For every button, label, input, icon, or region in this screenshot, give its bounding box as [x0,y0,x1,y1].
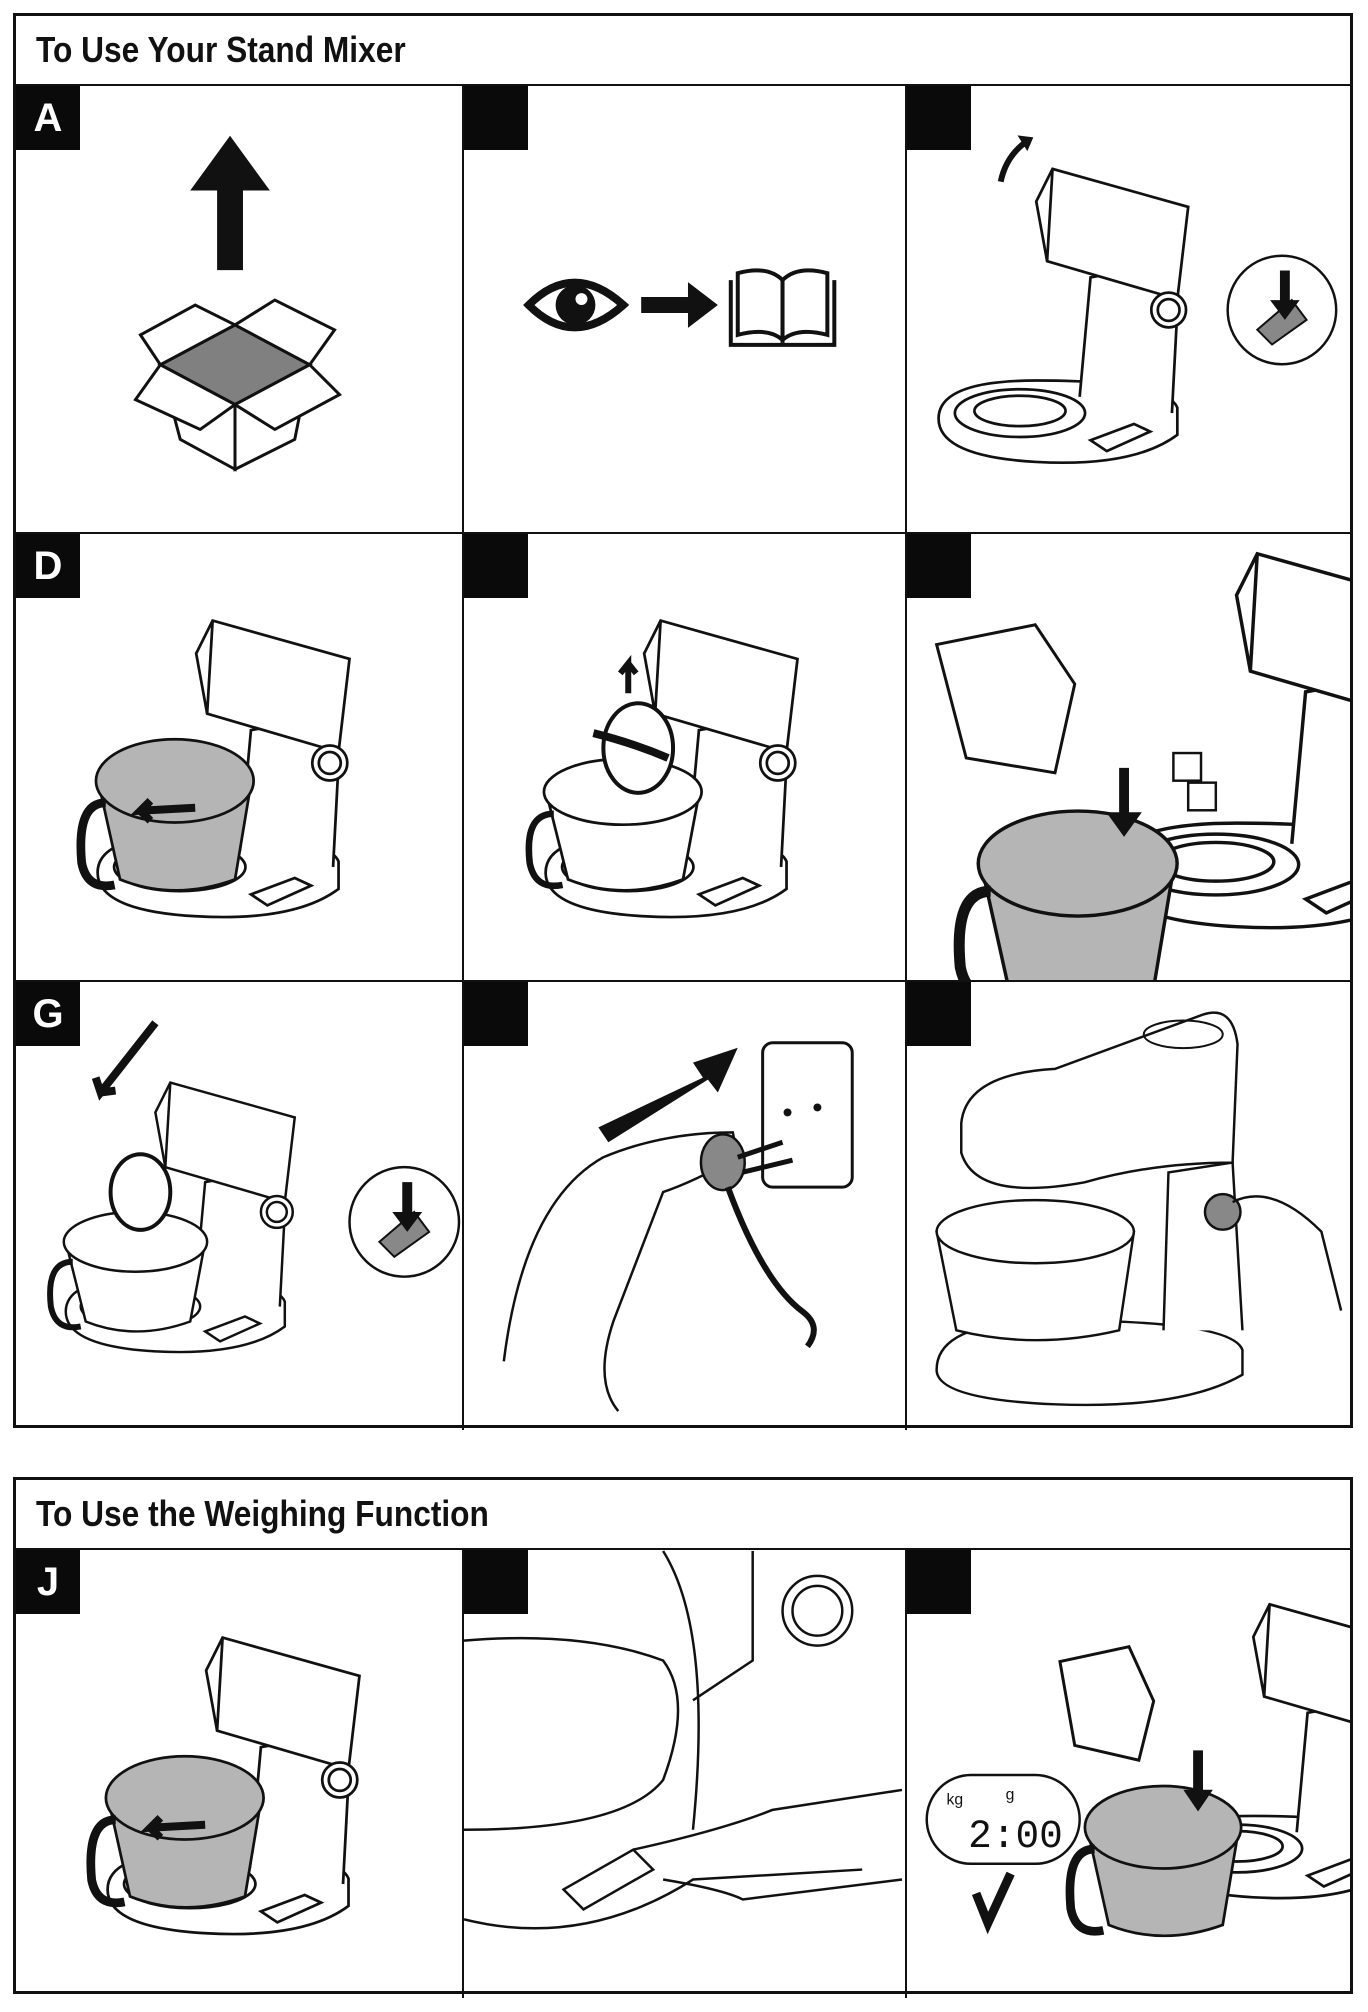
box-unpack-arrow-up-icon [133,135,343,472]
step-label [907,86,971,150]
step-panel-i [907,982,1350,1430]
step-label [464,534,528,598]
mixer-bowl-attach-icon [16,1635,362,1936]
step-panel-e [464,534,907,982]
unit-kg: kg [946,1792,963,1809]
weight-reading: 2:00 [968,1814,1063,1859]
scale-display [925,1773,1081,1866]
step-label [464,86,528,150]
step-panel-f [907,534,1350,982]
step-panel-j: J [16,1550,464,1998]
mixer-head-lower-lever-icon [16,1020,461,1354]
step-panel-g: G [16,982,464,1430]
section-title: To Use the Weighing Function [36,1493,489,1534]
step-label: G [16,982,80,1046]
mixer-add-ingredients-icon [934,534,1350,980]
step-label: J [16,1550,80,1614]
step-label [907,1550,971,1614]
press-weigh-button-icon [464,1550,903,1930]
checkmark-icon [971,1871,1015,1935]
step-label: A [16,86,80,150]
step-label [464,982,528,1046]
step-panel-c [907,86,1350,534]
step-panel-k [464,1550,907,1998]
mixer-bowl-attach-icon [16,618,352,919]
turn-speed-knob-icon [935,1011,1343,1407]
section-header: To Use Your Stand Mixer [16,16,1350,86]
step-panel-a: A [16,86,464,534]
plug-into-socket-icon [502,1041,854,1412]
step-panel-b [464,86,907,534]
section-title: To Use Your Stand Mixer [36,29,406,70]
weighing-function-section: To Use the Weighing Function J [13,1477,1353,1998]
step-panel-h [464,982,907,1430]
step-label [907,534,971,598]
step-label [907,982,971,1046]
step-panel-d: D [16,534,464,982]
stand-mixer-section: To Use Your Stand Mixer A [13,13,1353,1430]
unit-g: g [1006,1787,1015,1804]
section-header: To Use the Weighing Function [16,1480,1350,1550]
mixer-head-raise-lever-icon [936,135,1338,465]
scale-display-add-ingredients-icon: kg g 2:00 [925,1602,1350,1998]
step-label: D [16,534,80,598]
step-label [464,1550,528,1614]
step-panel-l: kg g 2:00 [907,1550,1350,1998]
eye-arrow-book-icon [523,268,837,347]
mixer-tool-attach-icon [464,618,800,919]
